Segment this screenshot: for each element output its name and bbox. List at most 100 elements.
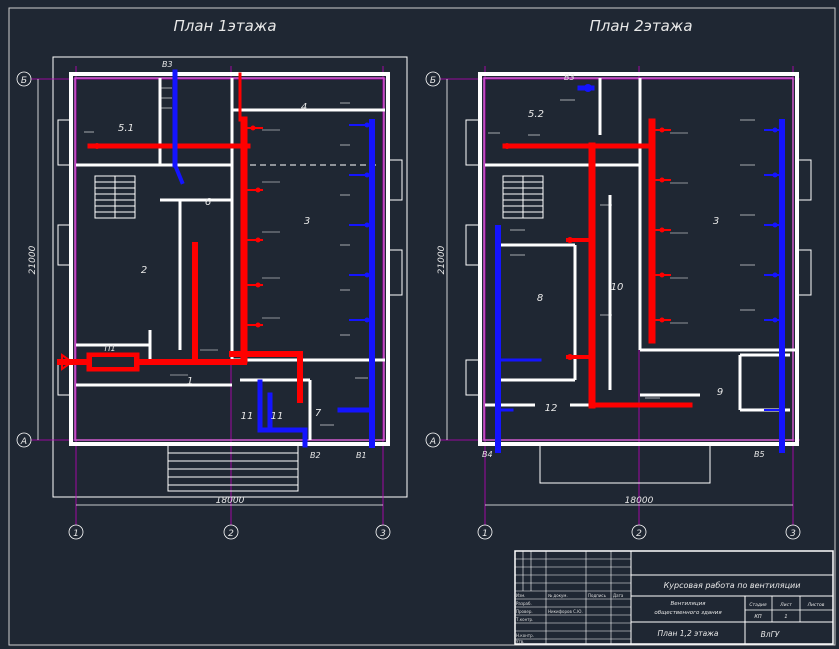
air-diffuser-icon xyxy=(659,177,665,183)
title-block-sheets-label: Листов xyxy=(807,602,825,608)
plan1-exhaust-duct xyxy=(172,69,375,448)
riser-v2-label: В2 xyxy=(310,451,321,460)
air-diffuser-icon xyxy=(255,187,261,193)
room-5-1-label: 5.1 xyxy=(118,123,134,134)
plan2-riser-v3-label: В3 xyxy=(564,73,575,82)
plan1-interior-walls xyxy=(76,78,385,440)
air-diffuser-icon xyxy=(659,272,665,278)
plan2-room-12-label: 12 xyxy=(545,403,558,414)
title-block-col-header-1: Изм. xyxy=(516,593,525,598)
plan2-axis-b-label: Б xyxy=(430,76,436,86)
title-block-sheet-title: План 1,2 этажа xyxy=(657,629,718,638)
plan2-window-bays xyxy=(465,119,812,396)
title-block-col-header-2: № докум. xyxy=(548,593,568,598)
plan2-width-dim: 18000 xyxy=(625,496,654,506)
supply-unit-p1-inner xyxy=(92,357,134,367)
title-block-role-2: Провер. xyxy=(516,609,533,614)
plan2-room-10-label: 10 xyxy=(611,282,624,293)
plan1-axis-2-label: 2 xyxy=(228,529,234,539)
plan2-axis-1-label: 1 xyxy=(482,529,488,539)
title-block-col-header-3: Подпись xyxy=(588,593,607,598)
floor-plan-2: 5.2 3 10 8 9 12 В3 В4 В5 Б А 1 2 3 18000… xyxy=(425,66,812,540)
exhaust-grille-icon xyxy=(772,172,778,178)
plan1-axis-bubbles xyxy=(16,71,391,540)
title-block-role-5: Утв. xyxy=(516,639,524,644)
plan1-air-diffusers xyxy=(94,125,261,328)
plan2-supply-duct xyxy=(502,118,693,409)
plan2-air-diffusers xyxy=(504,127,665,360)
exhaust-grille-icon xyxy=(364,122,370,128)
air-diffuser-icon xyxy=(504,143,510,149)
plan1-entrance-steps xyxy=(167,444,299,492)
supply-unit-p1-label: П1 xyxy=(104,344,115,353)
exhaust-grille-icon xyxy=(364,272,370,278)
plan2-room-3-label: 3 xyxy=(713,216,719,227)
exhaust-grille-icon xyxy=(772,272,778,278)
plan2-balcony xyxy=(539,444,711,484)
plan1-outline xyxy=(52,56,408,498)
exhaust-grille-icon xyxy=(364,172,370,178)
air-diffuser-icon xyxy=(567,237,573,243)
plan1-width-dim: 18000 xyxy=(216,496,245,506)
plan1-staircase xyxy=(94,175,136,219)
title-block-stage-value: КП xyxy=(754,614,762,620)
title-block xyxy=(514,550,834,645)
plan1-axis-1-label: 1 xyxy=(73,529,79,539)
air-diffuser-icon xyxy=(659,317,665,323)
title-block-role-4: Н.контр. xyxy=(516,633,534,638)
title-block-subject-2: общественного здания xyxy=(654,610,722,616)
title-block-sheet-value: 1 xyxy=(784,614,787,620)
plan2-riser-v4-label: В4 xyxy=(482,450,493,459)
air-diffuser-icon xyxy=(94,143,100,149)
title-block-subject-1: Вентиляция xyxy=(671,601,707,607)
room-11a-label: 11 xyxy=(241,411,254,422)
plan2-room-5-2-label: 5.2 xyxy=(528,109,544,120)
riser-v1-label: В1 xyxy=(356,451,367,460)
air-diffuser-icon xyxy=(659,227,665,233)
air-diffuser-icon xyxy=(192,292,198,298)
riser-v3-label: В3 xyxy=(162,60,173,69)
plan2-height-dim: 21000 xyxy=(437,245,447,274)
air-diffuser-icon xyxy=(255,282,261,288)
title-block-sheet-label: Лист xyxy=(779,602,792,608)
plan1-annotations xyxy=(84,87,368,426)
plan1-axis-3-label: 3 xyxy=(380,529,386,539)
plan1-exhaust-grilles xyxy=(364,122,370,323)
exhaust-grille-icon xyxy=(364,317,370,323)
air-diffuser-icon xyxy=(659,127,665,133)
title-block-title: Курсовая работа по вентиляции xyxy=(664,581,801,590)
plan2-staircase xyxy=(502,175,544,219)
air-diffuser-icon xyxy=(567,354,573,360)
title-block-col-header-4: Дата xyxy=(613,593,624,598)
room-11b-label: 11 xyxy=(271,411,284,422)
room-7-label: 7 xyxy=(315,408,322,419)
room-4-label: 4 xyxy=(301,102,307,113)
plan1-axis-a-label: А xyxy=(20,437,27,447)
plan1-axis-b-label: Б xyxy=(21,76,27,86)
plan2-axis-3-label: 3 xyxy=(790,529,796,539)
supply-fan-icon xyxy=(61,353,74,371)
plan2-riser-v5-label: В5 xyxy=(754,450,765,459)
air-diffuser-icon xyxy=(250,125,256,131)
plan1-title: План 1этажа xyxy=(173,17,276,35)
plan2-title: План 2этажа xyxy=(589,17,692,35)
air-diffuser-icon xyxy=(255,322,261,328)
exhaust-grille-icon xyxy=(772,222,778,228)
title-block-org: ВлГУ xyxy=(761,630,780,639)
title-block-name-2: Никифоров С.Ю. xyxy=(548,609,583,614)
air-diffuser-icon xyxy=(255,237,261,243)
drawing-frame xyxy=(8,7,836,646)
title-block-stage-label: Стадия xyxy=(749,602,767,608)
plan2-annotations xyxy=(488,99,755,399)
room-6-label: 6 xyxy=(205,197,211,208)
room-1-label: 1 xyxy=(187,376,193,387)
exhaust-grille-icon xyxy=(364,222,370,228)
plan2-axis-bubbles xyxy=(425,71,801,540)
plan2-axis-a-label: А xyxy=(429,437,436,447)
title-block-role-1: Разраб. xyxy=(516,601,532,606)
plan2-axis-2-label: 2 xyxy=(636,529,642,539)
plan2-exhaust-grilles xyxy=(584,84,778,323)
exhaust-grille-icon xyxy=(772,317,778,323)
floor-plan-1: П1 xyxy=(16,56,408,540)
